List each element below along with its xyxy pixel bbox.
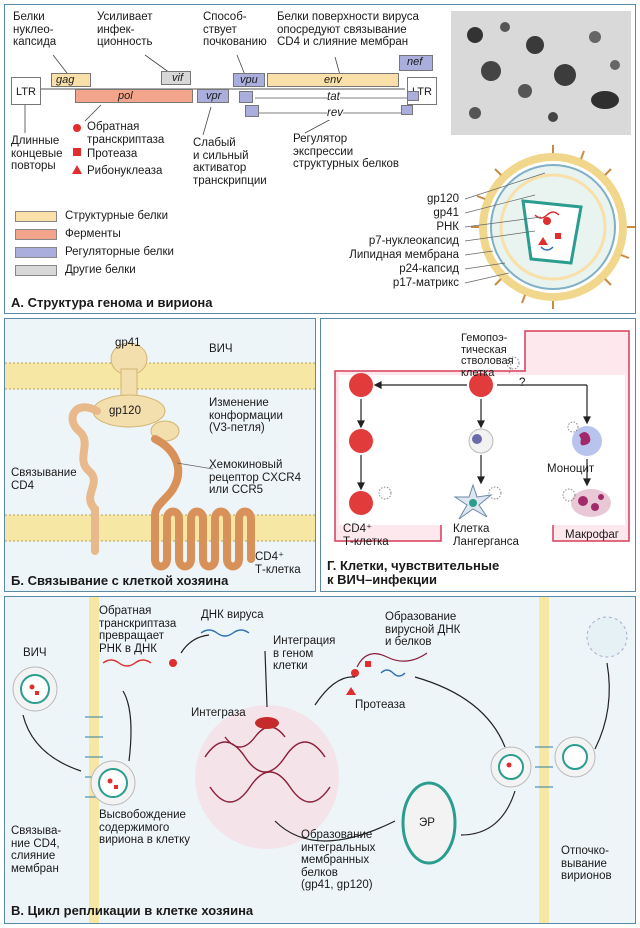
label-env-function: Белки поверхности вируса опосредуют связ… [277,11,419,48]
panel-genome-structure: Белки нуклео- капсида Усиливает инфек- ц… [4,4,636,314]
label-tat: tat [327,91,340,104]
label-capsid-proteins: Белки нуклео- капсида [13,11,57,48]
label-ribonuclease: Рибонуклеаза [87,165,163,177]
label-stem-cell: Гемопоэ- тическая стволовая клетка [461,332,514,379]
legend-regulatory: Регуляторные белки [65,246,174,258]
virion-label-p24: p24-капсид [399,263,459,275]
label-conformation: Изменение конформации (V3-петля) [209,397,283,434]
label-protease-v: Протеаза [355,699,406,711]
virion-label-gp120: gp120 [427,193,459,205]
virion-label-gp41: gp41 [433,207,459,219]
binding-graphics [5,342,315,571]
label-cd4-binding-fusion: Связыва- ние CD4, слияние мембран [11,825,62,875]
gene-env: env [267,73,399,87]
label-cd4-tcell-g: CD4⁺ Т-клетка [343,523,389,548]
gene-rev-exon2 [401,105,413,115]
label-integrase: Интеграза [191,707,246,719]
label-gp120: gp120 [109,405,141,417]
label-hiv-v: ВИЧ [23,647,47,659]
gene-ltr-left: LTR [11,77,41,105]
gene-vpr: vpr [197,89,229,103]
legend-swatch-structural [15,211,57,222]
legend-swatch-regulatory [15,247,57,258]
label-budding: Отпочко- вывание вирионов [561,845,612,882]
virion-label-rna: РНК [436,221,459,233]
label-vif-function: Усиливает инфек- ционность [97,11,153,48]
gene-vif: vif [161,71,191,85]
gene-tat-exon1 [239,91,253,103]
label-vpr-description: Слабый и сильный активатор транскрипции [193,137,267,187]
label-macrophage: Макрофаг [565,529,619,541]
label-hiv: ВИЧ [209,343,233,355]
label-rev-description: Регулятор экспрессии структурных белков [293,133,400,170]
virion-label-p7: p7-нуклеокапсид [368,235,459,247]
gene-vpu: vpu [233,73,265,87]
label-vpu-function: Способ- ствует почкованию [203,11,267,48]
label-ltr-description: Длинные концевые повторы [11,135,63,172]
gene-pol: pol [75,89,193,103]
legend-structural: Структурные белки [65,210,169,222]
electron-micrograph [451,11,631,135]
cells-graphics [334,330,630,542]
label-langerhans: Клетка Лангерганса [453,523,519,548]
panel-a-title: А. Структура генома и вириона [11,295,213,310]
label-question: ? [519,377,526,389]
replication-graphics [12,597,628,923]
panel-susceptible-cells: Гемопоэ- тическая стволовая клетка ? Мон… [320,318,636,592]
panel-v-title: В. Цикл репликации в клетке хозяина [11,903,254,918]
virion-label-p17: p17-матрикс [392,277,459,289]
label-formation: Образование вирусной ДНК и белков [385,611,461,648]
panel-replication-cycle: ВИЧ Обратная транскриптаза превращает РН… [4,596,636,924]
label-cd4-binding: Связывание CD4 [11,467,77,492]
panel-b-title: Б. Связывание с клеткой хозяина [11,573,229,588]
panel-g-title: Г. Клетки, чувствительные к ВИЧ–инфекции [327,558,500,587]
label-gp41: gp41 [115,337,141,349]
label-membrane-proteins: Образование интегральных мембранных белк… [301,829,376,891]
gene-tat-exon2 [407,91,419,101]
legend-swatch-other [15,265,57,276]
label-reverse-transcription: Обратная транскриптаза превращает РНК в … [99,605,177,655]
label-protease: Протеаза [87,148,138,160]
label-cd4-tcell: CD4⁺ Т-клетка [255,551,301,576]
gene-nef: nef [399,55,433,71]
gene-gag: gag [51,73,91,87]
legend-swatch-enzymes [15,229,57,240]
legend-enzymes: Ферменты [65,228,121,240]
label-monocyte: Моноцит [547,463,595,475]
legend-other: Другие белки [65,264,136,276]
virion-diagram [464,145,635,309]
label-viral-dna: ДНК вируса [201,609,264,621]
label-rev: rev [327,107,343,120]
gene-rev-exon1 [245,105,259,117]
label-er: ЭР [419,817,435,829]
label-content-release: Высвобождение содержимого вириона в клет… [99,809,191,846]
label-reverse-transcriptase: Обратная транскриптаза [87,121,165,146]
panel-host-binding: gp41 gp120 ВИЧ Изменение конформации (V3… [4,318,316,592]
virion-label-lipid-membrane: Липидная мембрана [349,249,459,261]
label-integration: Интеграция в геном клетки [273,635,336,672]
label-chemokine-receptor: Хемокиновый рецептор CXCR4 или CCR5 [209,459,301,496]
